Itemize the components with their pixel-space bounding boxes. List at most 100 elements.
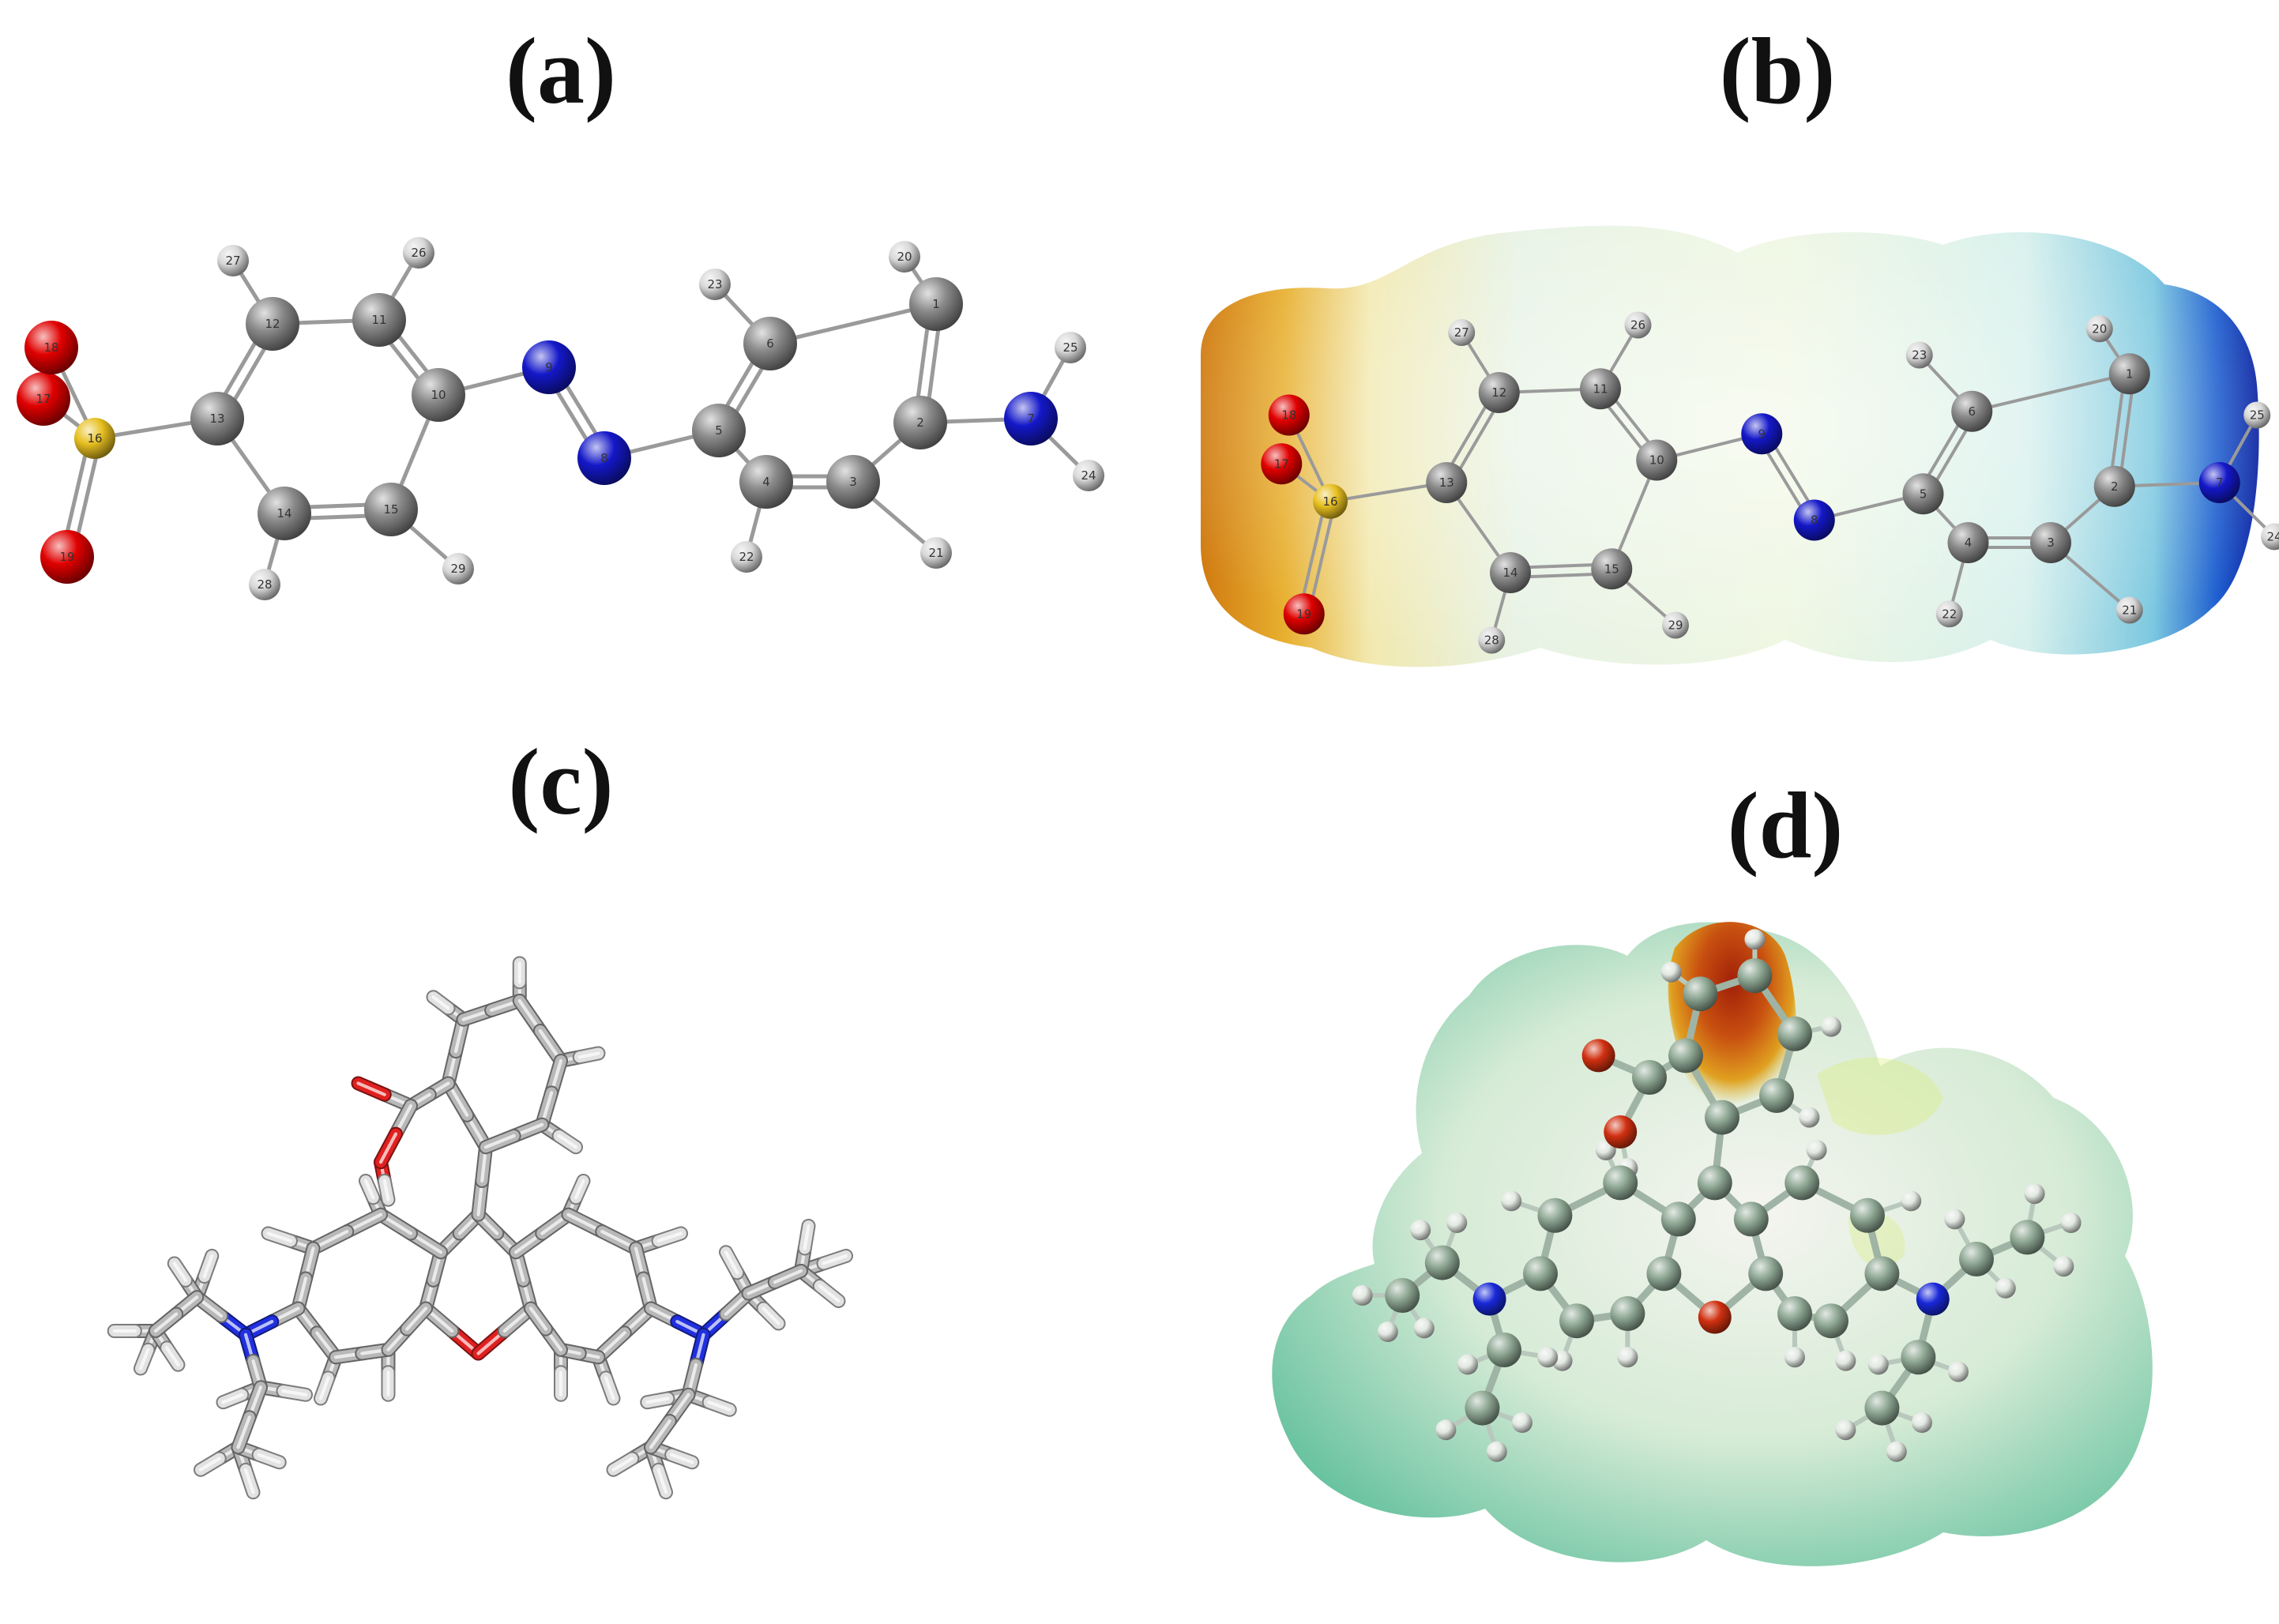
d-hydrogen-atom-17 <box>1413 1318 1435 1339</box>
d-carbon-atom-10 <box>1610 1296 1645 1331</box>
bond-5 <box>1970 372 2131 413</box>
d-hydrogen-atom-11 <box>1799 1107 1820 1128</box>
atom-label-23: 23 <box>1912 348 1927 363</box>
atom-label-29: 29 <box>1668 618 1683 633</box>
h-stick-4-shine-1 <box>574 1179 585 1200</box>
bond-31-shine-1 <box>153 1312 179 1333</box>
d-hydrogen-atom-4 <box>1806 1140 1827 1160</box>
carbon-atom-5 <box>692 404 746 457</box>
d-hydrogen-atom-31 <box>1886 1441 1907 1462</box>
d-hydrogen-atom-16 <box>1377 1321 1398 1342</box>
d-carbon-atom-6 <box>1603 1165 1638 1201</box>
d-carbon-atom-18 <box>1705 1100 1739 1135</box>
atom-label-16: 16 <box>87 431 102 445</box>
atom-label-9: 9 <box>545 360 553 374</box>
carbon-atom-14 <box>258 487 311 540</box>
atom-label-21: 21 <box>2122 603 2137 618</box>
d-carbon-atom-7 <box>1537 1197 1573 1233</box>
atom-label-15: 15 <box>1604 562 1619 576</box>
hydrogen-atom-27 <box>1448 319 1476 346</box>
atom-label-11: 11 <box>1593 382 1608 396</box>
carbon-atom-3 <box>826 455 880 509</box>
h-stick-30-shine-1 <box>611 1457 634 1472</box>
carbon-atom-13 <box>190 392 244 445</box>
d-hydrogen-atom-26 <box>2024 1183 2045 1205</box>
carbon-atom-10 <box>412 368 465 422</box>
d-carbon-atom-30 <box>1465 1390 1500 1426</box>
atom-label-4: 4 <box>1965 536 1973 550</box>
bond-26-shine-1 <box>483 1133 516 1149</box>
carbon-atom-10 <box>1636 439 1678 481</box>
h-stick-13-shine-1 <box>202 1254 214 1279</box>
h-stick-25-shine-1 <box>822 1254 848 1265</box>
hydrogen-atom-24 <box>2261 523 2279 551</box>
hydrogen-atom-29 <box>1662 611 1689 639</box>
d-hydrogen-atom-28 <box>1948 1361 1969 1382</box>
hydrogen-atom-20 <box>2085 315 2113 343</box>
carbon-atom-15 <box>1591 548 1633 590</box>
oxygen-atom-17 <box>17 372 70 426</box>
hydrogen-atom-22 <box>1935 600 1963 628</box>
d-hydrogen-atom-29 <box>1867 1354 1889 1375</box>
atom-label-20: 20 <box>2092 321 2107 336</box>
atom-label-3: 3 <box>849 475 857 489</box>
sulfur-atom-16 <box>1313 483 1348 519</box>
d-carbon-atom-32 <box>2010 1220 2045 1255</box>
h-stick-28-shine-1 <box>707 1400 731 1412</box>
hydrogen-atom-28 <box>1478 626 1506 654</box>
d-hydrogen-atom-15 <box>1352 1285 1373 1306</box>
atom-label-19: 19 <box>1296 607 1311 621</box>
nitrogen-atom-8 <box>1793 499 1835 541</box>
oxygen-atom-17 <box>1261 443 1303 485</box>
h-stick-8-shine-1 <box>431 995 450 1010</box>
atom-label-19: 19 <box>59 550 74 564</box>
d-hydrogen-atom-32 <box>1912 1412 1932 1433</box>
d-carbon-atom-3 <box>1660 1201 1696 1237</box>
d-carbon-atom-5 <box>1697 1165 1732 1201</box>
panel-d-mep-surface <box>1272 922 2153 1566</box>
h-stick-10-shine-1 <box>577 1051 600 1059</box>
h-stick-20-shine-1 <box>198 1457 221 1472</box>
panel-label-a: (a) <box>506 18 616 123</box>
atom-label-16: 16 <box>1322 494 1337 509</box>
atom-label-7: 7 <box>2216 476 2224 490</box>
carbon-atom-4 <box>1947 522 1989 563</box>
d-carbon-atom-15 <box>1777 1296 1812 1331</box>
atom-label-13: 13 <box>1439 476 1454 490</box>
h-stick-2-shine-1 <box>318 1376 330 1400</box>
atom-label-15: 15 <box>383 502 398 517</box>
h-stick-16-shine-1 <box>138 1348 150 1370</box>
atom-label-1: 1 <box>2126 367 2134 381</box>
atom-label-24: 24 <box>1081 468 1096 483</box>
d-hydrogen-atom-21 <box>1486 1441 1507 1462</box>
h-stick-22-shine-1 <box>257 1453 281 1464</box>
carbon-atom-15 <box>364 483 418 536</box>
d-hydrogen-atom-13 <box>1446 1212 1468 1233</box>
bond-5 <box>768 302 938 346</box>
bond-37-shine-1 <box>649 1419 671 1449</box>
h-stick-27-shine-1 <box>818 1284 841 1303</box>
atom-label-26: 26 <box>411 246 426 260</box>
atom-label-4: 4 <box>762 475 770 489</box>
hydrogen-atom-28 <box>249 569 280 600</box>
carbon-atom-1 <box>2108 353 2150 395</box>
d-carbon-atom-22 <box>1777 1016 1812 1051</box>
hydrogen-atom-21 <box>2115 596 2143 624</box>
atom-label-9: 9 <box>1758 427 1766 441</box>
atom-label-8: 8 <box>600 451 608 465</box>
bond-17-shine-1 <box>528 1306 548 1331</box>
hydrogen-atom-29 <box>442 553 474 585</box>
d-carbon-atom-11 <box>1784 1165 1820 1201</box>
d-hydrogen-atom-10 <box>1821 1016 1841 1037</box>
d-hydrogen-atom-25 <box>2060 1212 2082 1233</box>
h-stick-12-shine-1 <box>382 1179 390 1201</box>
d-carbon-atom-29 <box>1487 1333 1521 1367</box>
d-hydrogen-atom-3 <box>1617 1347 1638 1368</box>
d-carbon-atom-2 <box>1748 1256 1784 1291</box>
h-stick-17-shine-1 <box>165 1346 180 1366</box>
hydrogen-atom-26 <box>1624 311 1652 339</box>
h-stick-18-shine-1 <box>281 1389 308 1397</box>
carbon-atom-12 <box>1478 372 1520 413</box>
atom-label-1: 1 <box>932 297 940 311</box>
